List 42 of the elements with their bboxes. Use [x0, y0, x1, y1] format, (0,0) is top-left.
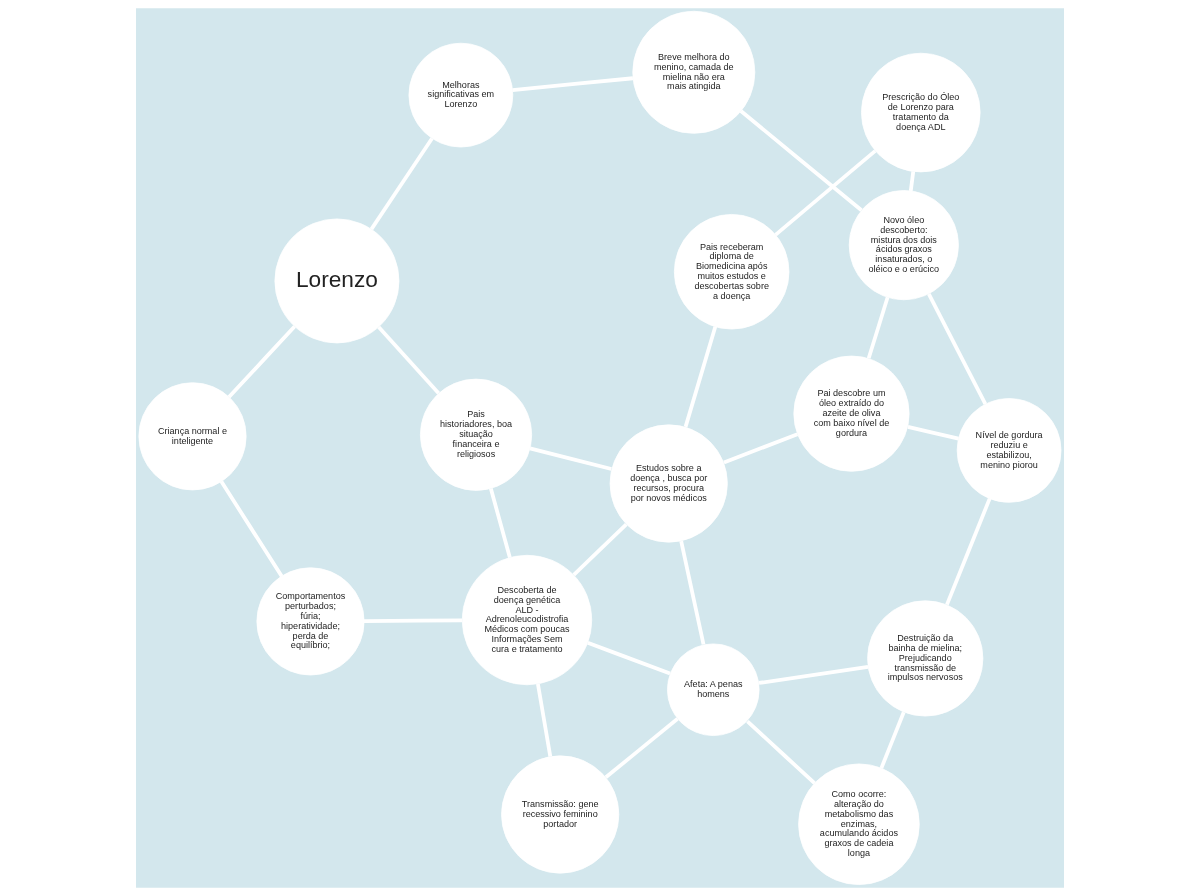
node-circle: Melhoras significativas em Lorenzo	[408, 42, 514, 148]
node-circle: Nível de gordura reduziu e estabilizou, menino piorou	[956, 398, 1062, 503]
node-circle: Pais historiadores, boa situação financeira e religiosos	[420, 378, 533, 491]
connector	[723, 432, 799, 465]
connector	[945, 497, 992, 606]
connector	[512, 76, 634, 92]
connector	[227, 325, 296, 399]
connector	[364, 618, 463, 623]
connector	[489, 488, 512, 559]
node-circle: Estudos sobre a doença , busca por recursos, procura por novos médicos	[609, 424, 728, 543]
connector	[907, 425, 959, 441]
connector	[377, 325, 440, 395]
node-circle: Afeta: A penas homens	[667, 643, 760, 736]
connector	[572, 523, 628, 577]
node-circle: Como ocorre: alteração do metabolismo das enzimas, acumulando ácidos graxos de cadeia longa	[798, 763, 920, 885]
connector	[866, 296, 890, 359]
connector	[683, 326, 718, 428]
node-circle: Pai descobre um óleo extraído do azeite de oliva com baixo nível de gordura	[793, 355, 910, 472]
node-circle: Prescrição do Óleo de Lorenzo para tratamento da doença ADL	[861, 52, 981, 173]
node-circle: Destruição da bainha de mielina; Prejudicando transmissão de impulsos nervosos	[867, 600, 984, 717]
connector	[927, 292, 988, 406]
connector	[746, 719, 816, 785]
connector	[604, 717, 679, 779]
connector	[774, 149, 877, 237]
connector	[219, 480, 284, 578]
node-circle: Lorenzo	[274, 218, 400, 344]
node-circle: Comportamentos perturbados; fúria; hiperatividade; perda de equilíbrio;	[256, 567, 365, 676]
connector	[587, 640, 671, 676]
node-circle: Novo óleo descoberto: mistura dos dois ácidos graxos insaturados, o oléico e o erúcico	[848, 190, 959, 301]
node-circle: Pais receberam diploma de Biomedicina após muitos estudos e descobertas sobre a doença	[673, 214, 790, 330]
connector	[529, 446, 612, 471]
node-circle: Criança normal e inteligente	[138, 382, 247, 491]
connector	[758, 665, 869, 685]
node-circle: Descoberta de doença genética ALD - Adrenoleucodistrofia Médicos com poucas Informações Sem cura e tratamento	[461, 554, 593, 686]
connector	[908, 171, 916, 192]
connector	[679, 540, 706, 645]
node-circle: Transmissão: gene recessivo feminino portador	[501, 755, 620, 874]
connector	[739, 109, 863, 212]
connector	[536, 683, 553, 757]
connector	[369, 137, 434, 231]
connector	[879, 711, 906, 769]
node-circle: Breve melhora do menino, camada de mielina não era mais atingida	[632, 10, 756, 134]
